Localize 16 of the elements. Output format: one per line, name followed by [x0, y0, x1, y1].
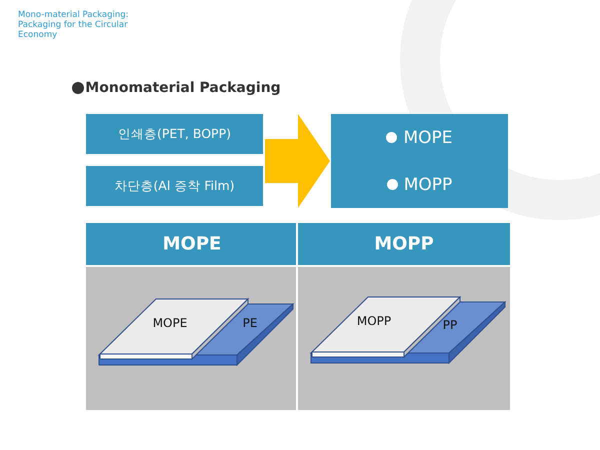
layer-label: MOPP	[356, 314, 392, 328]
node-text: 인쇄층(PET, BOPP)	[118, 126, 232, 142]
process-box	[86, 114, 263, 154]
process-box	[331, 114, 508, 208]
block-arrow	[265, 114, 330, 208]
node-text: MOPE	[403, 128, 453, 148]
node-text: 차단층(Al 증착 Film)	[114, 178, 235, 194]
column-header: MOPE	[162, 234, 222, 254]
layer-label: MOPE	[152, 316, 188, 330]
slide-title: Mono-material Packaging: Packaging for the Circular Economy	[18, 10, 130, 40]
process-box	[86, 166, 263, 206]
node-text: MOPP	[404, 174, 452, 194]
column-header: MOPP	[374, 234, 434, 254]
layer-label: PP	[442, 318, 458, 332]
layer-label: PE	[242, 316, 258, 330]
section-heading: Monomaterial Packaging	[85, 80, 281, 96]
